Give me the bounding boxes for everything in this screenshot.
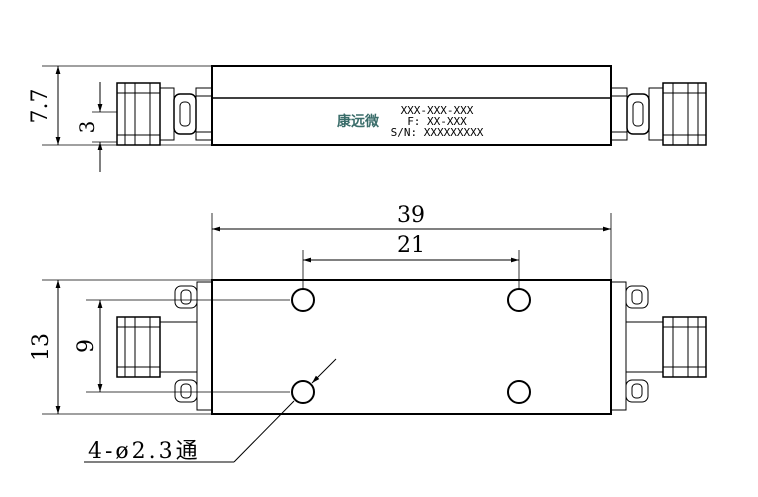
connector-dimension <box>92 82 117 172</box>
mount-hole-bottom-right <box>507 380 531 404</box>
left-side-tabs <box>174 281 213 411</box>
width-dim-label: 13 <box>29 333 54 361</box>
left-connector-top <box>116 316 198 378</box>
hole-vertical-dimension <box>86 299 290 393</box>
brand-label: 康远微 <box>337 113 380 130</box>
freq-label: F: XX-XXX <box>407 115 467 128</box>
hole-callout-leader <box>84 358 337 463</box>
model-label: XXX-XXX-XXX <box>401 104 474 117</box>
side-view <box>42 65 707 172</box>
hole-spacing-dim-label: 21 <box>397 233 425 258</box>
hole-vertical-dim-label: 9 <box>74 339 99 353</box>
mount-hole-bottom-left <box>291 380 315 404</box>
right-connector-side <box>610 82 707 146</box>
hole-callout-label: 4-ø2.3通 <box>88 439 201 464</box>
serial-label: S/N: XXXXXXXXX <box>391 126 484 139</box>
length-dim-label: 39 <box>397 203 425 228</box>
height-dimension <box>42 65 212 146</box>
right-side-tabs <box>610 281 649 411</box>
height-dim-label: 7.7 <box>28 89 53 124</box>
connector-dim-label: 3 <box>75 121 99 134</box>
mount-hole-top-right <box>507 288 531 312</box>
right-connector-top <box>625 316 707 378</box>
top-view <box>42 213 707 463</box>
width-dimension <box>42 279 212 415</box>
length-dimension <box>211 213 612 280</box>
left-connector-side <box>116 82 213 146</box>
mount-hole-top-left <box>291 288 315 312</box>
hole-spacing-dimension <box>302 250 520 289</box>
